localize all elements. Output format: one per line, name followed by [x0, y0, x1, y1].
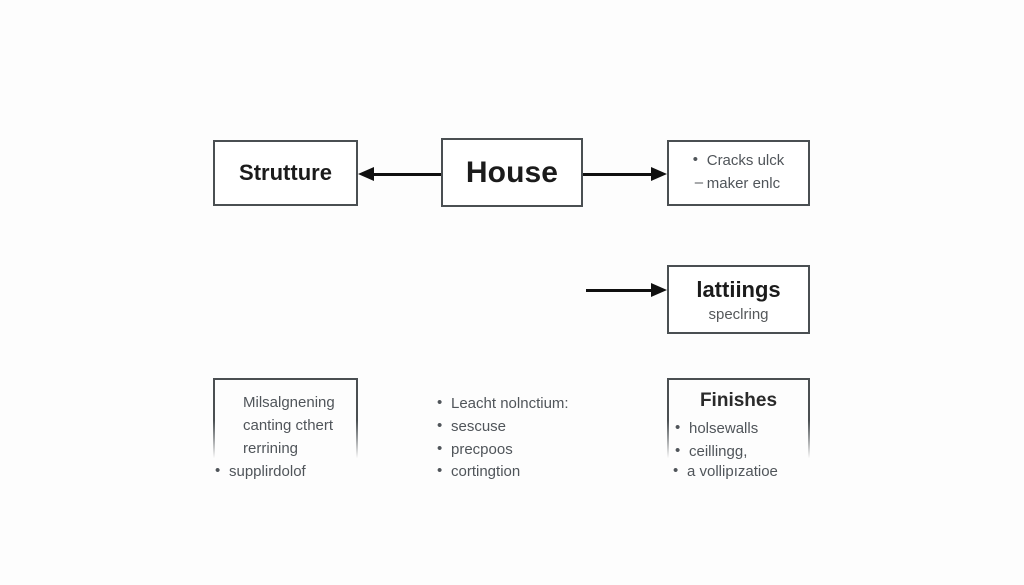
defects-list: Cracks ulck maker enlc [693, 149, 785, 196]
list-item: Milsalgnening [243, 394, 335, 411]
node-house-label: House [465, 155, 559, 189]
node-finishes-title: Finishes [699, 390, 778, 411]
arrow-shaft [372, 173, 441, 176]
list-item: holsewalls [675, 417, 758, 441]
node-lattings[interactable]: lattiings speclring [667, 265, 810, 334]
arrowhead-right-icon [651, 283, 667, 297]
list-item: cortingtion [437, 460, 569, 484]
node-lattings-title: lattiings [696, 276, 781, 302]
list-item: supplirdolof [215, 460, 306, 484]
list-item: precpoos [437, 438, 569, 462]
node-top-border [667, 378, 810, 380]
list-item: canting cthert [243, 416, 334, 434]
finishes-list-overflow: a vollipızatioe [673, 460, 778, 484]
misalignment-list-overflow: supplirdolof [215, 460, 306, 484]
list-item: ceillingg, [675, 440, 758, 464]
node-structure[interactable]: Strutture [213, 140, 358, 206]
node-finishes[interactable]: Finishes holsewalls ceillingg, a vollipı… [667, 378, 810, 483]
center-bullet-list: Leacht nolnctium: sescuse precpoos corti… [437, 392, 569, 484]
node-lattings-subtitle: speclring [708, 305, 769, 323]
node-defects[interactable]: Cracks ulck maker enlc [667, 140, 810, 206]
node-top-border [213, 378, 358, 380]
misalignment-list: Milsalgnening canting cthert rerrining [229, 392, 335, 460]
arrow-shaft [586, 289, 653, 292]
arrowhead-right-icon [651, 167, 667, 181]
list-item: a vollipızatioe [673, 460, 778, 484]
list-item: maker enlc [693, 172, 785, 196]
finishes-list: holsewalls ceillingg, [675, 417, 758, 464]
arrow-shaft [583, 173, 653, 176]
node-house-root[interactable]: House [441, 138, 583, 207]
list-item: Leacht nolnctium: [437, 392, 569, 416]
arrowhead-left-icon [358, 167, 374, 181]
list-item: Cracks ulck [693, 149, 785, 173]
node-misalignment[interactable]: Milsalgnening canting cthert rerrining s… [213, 378, 358, 483]
list-item: sescuse [437, 415, 569, 439]
node-structure-label: Strutture [239, 160, 332, 185]
list-item: rerrining [243, 439, 299, 457]
